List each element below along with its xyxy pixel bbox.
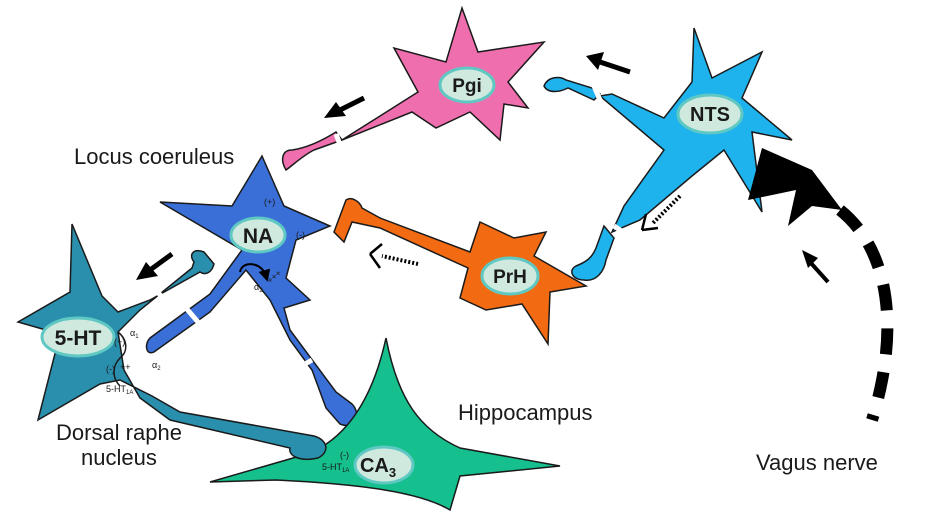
prh-cell-body [333,197,589,347]
arrow-prh-to-lc-dashed [368,243,419,269]
ca3-cell-body [209,337,561,512]
nts-axon-top [543,76,602,101]
na-plus-annotation: (+) [264,197,275,207]
vagus-nerve-path [836,205,894,422]
arrow-nts-to-pgi [586,52,631,75]
pgi-cell-body [341,5,546,142]
locus-coeruleus-label: Locus coeruleus [74,144,235,169]
na-soma [229,216,287,254]
arrows [136,52,894,422]
na-alpha2-label: α2 [254,282,263,294]
nts-soma [676,93,744,135]
dorsal-raphe-label: Dorsal raphe nucleus [56,420,182,471]
prh-soma [480,256,540,296]
ht-cell-body [16,223,327,460]
arrow-to-raphe [136,251,174,280]
nts-label: NTS [690,104,730,126]
na-autoreceptor-arc [239,263,271,282]
ht-alpha2-label: α2 [152,360,161,372]
pgi-axon [281,130,344,172]
ca3-neuron: CA3 (-) 5-HT1A [209,337,561,512]
arrow-pgi-to-lc [324,95,366,118]
na-minus-annotation: (-) [296,230,305,240]
dorsal-raphe-line1: Dorsal raphe [56,420,182,445]
ht-membrane-curve [113,331,127,387]
ca3-label: CA3 [360,455,396,480]
ht-soma [40,316,116,358]
ht-neuron: 5-HT (+) α1 (-) ++ α2 5-HT1A [16,223,327,460]
ca3-soma [353,445,415,485]
vagus-nerve-arrowhead [748,148,842,226]
na-cell-body [145,154,358,427]
pgi-neuron: Pgi [281,5,546,172]
ht-plusplus-annotation: ++ [120,362,131,372]
ca3-minus-annotation: (-) [340,450,349,460]
ca3-receptor-label: 5-HT1A [322,462,349,474]
prh-neuron: PrH [333,197,589,347]
prh-label: PrH [493,267,527,288]
arrow-nts-to-prh-dashed [640,194,682,232]
nts-neuron: NTS [543,27,793,281]
pgi-soma [438,66,496,104]
ht-receptor-label: 5-HT1A [106,384,133,396]
na-neuron: NA (+) (-) α2 +++ [145,154,358,427]
synaptic-gaps [154,85,628,421]
ht-minus-annotation: (-) [106,364,115,374]
vagus-nerve-label: Vagus nerve [756,450,878,475]
ht-plus-annotation: (+) [114,337,125,347]
nts-axon-lower [571,224,615,281]
dorsal-raphe-line2: nucleus [81,445,157,471]
hippocampus-label: Hippocampus [458,400,593,425]
arrow-vagus-up [802,250,830,284]
na-label: NA [243,225,273,248]
ht-label: 5-HT [55,327,102,350]
ht-alpha1-label: α1 [130,328,139,340]
pgi-label: Pgi [452,76,482,97]
